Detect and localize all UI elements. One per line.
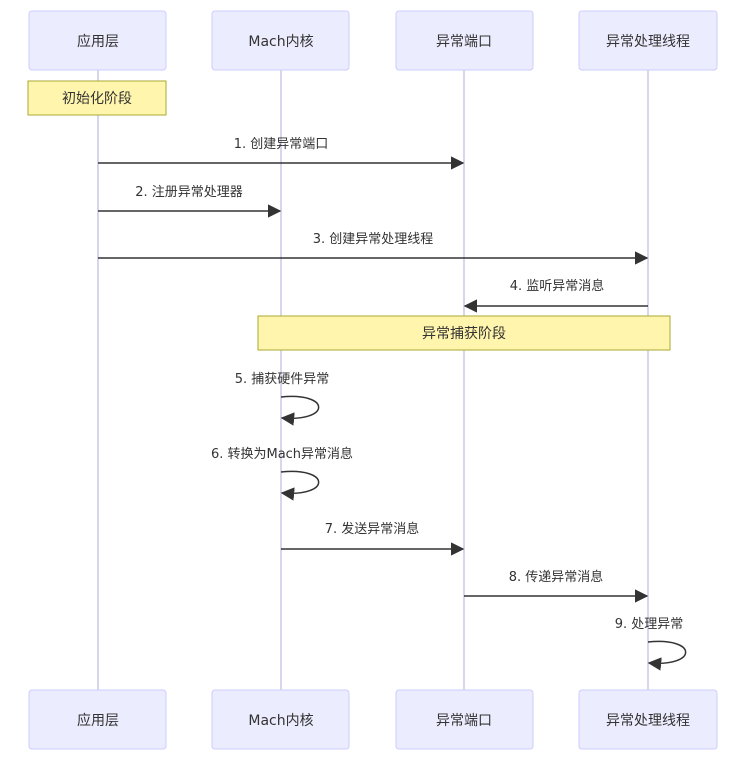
- message-label-2: 2. 注册异常处理器: [135, 185, 243, 200]
- message-label-1: 1. 创建异常端口: [234, 137, 329, 152]
- message-label-3: 3. 创建异常处理线程: [313, 232, 434, 247]
- participant-label-app-bottom: 应用层: [77, 712, 119, 729]
- participant-box-port: [395, 10, 534, 71]
- participant-label-kernel-bottom: Mach内核: [248, 713, 313, 729]
- participant-label-thread: 异常处理线程: [606, 34, 690, 50]
- participant-label-port: 异常端口: [436, 34, 492, 50]
- participants-top: 应用层 Mach内核 异常端口 异常处理线程: [28, 10, 718, 71]
- message-arrow-5: [280, 395, 320, 426]
- phase-label-init: 初始化阶段: [62, 90, 132, 107]
- participant-box-kernel-bottom: [211, 689, 350, 750]
- message-arrow-6: [280, 470, 320, 501]
- participant-box-kernel: [211, 10, 350, 71]
- participant-label-port-bottom: 异常端口: [436, 713, 492, 729]
- phase-label-capture: 异常捕获阶段: [422, 326, 506, 342]
- message-label-6: 6. 转换为Mach异常消息: [211, 446, 353, 462]
- phase-note-init: [27, 80, 167, 116]
- message-label-8: 8. 传递异常消息: [509, 569, 604, 585]
- participant-box-port-bottom: [395, 689, 534, 750]
- participant-label-app: 应用层: [77, 33, 119, 50]
- lifelines: [97, 70, 649, 690]
- message-label-9: 9. 处理异常: [615, 617, 684, 632]
- participant-label-thread-bottom: 异常处理线程: [606, 713, 690, 729]
- message-label-5: 5. 捕获硬件异常: [235, 371, 330, 387]
- participant-box-app-bottom: [28, 689, 167, 750]
- participant-label-kernel: Mach内核: [248, 34, 313, 50]
- phase-note-capture: [257, 315, 671, 351]
- message-label-7: 7. 发送异常消息: [325, 521, 420, 537]
- participants-bottom: 应用层 Mach内核 异常端口 异常处理线程: [28, 689, 718, 750]
- participant-box-thread-bottom: [578, 689, 718, 750]
- messages: 1. 创建异常端口 2. 注册异常处理器 3. 创建异常处理线程 4. 监听异常…: [98, 137, 687, 671]
- message-arrow-9: [647, 640, 687, 671]
- message-label-4: 4. 监听异常消息: [510, 278, 605, 294]
- participant-box-thread: [578, 10, 718, 71]
- phase-notes: 初始化阶段 异常捕获阶段: [27, 80, 671, 351]
- participant-box-app: [28, 10, 167, 71]
